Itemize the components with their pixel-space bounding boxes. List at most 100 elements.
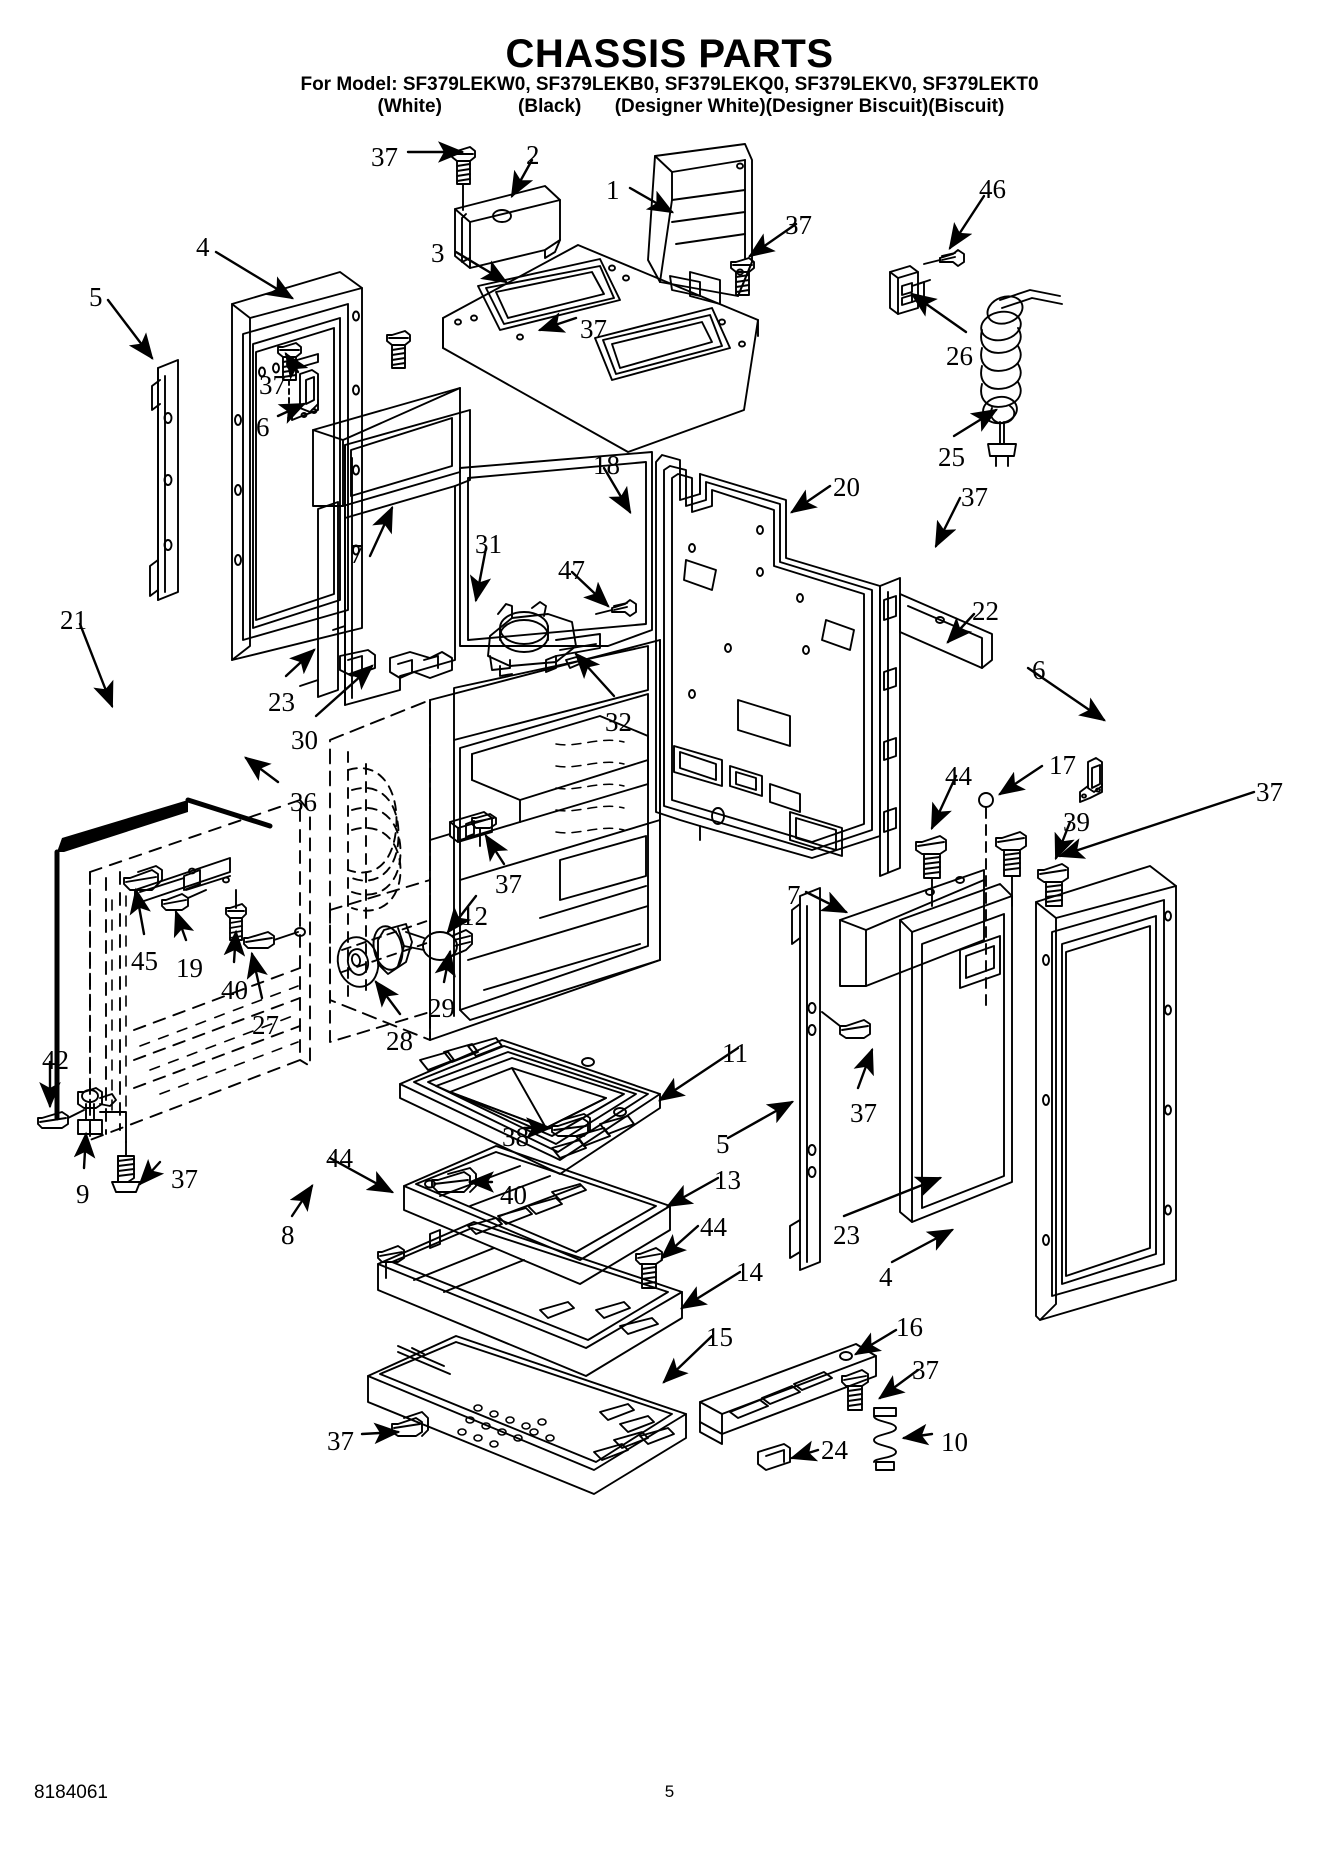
part-6-left-hinge-bracket — [287, 369, 319, 421]
part-4-left-door-outer — [231, 271, 363, 661]
callout-46: 46 — [979, 174, 1006, 204]
callout-32: 32 — [605, 707, 632, 737]
callout-10: 10 — [941, 1427, 968, 1457]
part-4-right-door — [1035, 865, 1177, 1321]
callout-39: 39 — [1063, 807, 1090, 837]
callout-37: 37 — [912, 1355, 939, 1385]
part-16-oven-door-stop-rail — [699, 1343, 877, 1445]
callout-44: 44 — [700, 1212, 727, 1242]
part-9-leveling-leg — [77, 1087, 117, 1135]
screw-27 — [243, 927, 306, 949]
screw-37-rail — [841, 1369, 869, 1411]
callout-27: 27 — [252, 1010, 279, 1040]
callout-37: 37 — [171, 1164, 198, 1194]
page-number: 5 — [664, 1782, 675, 1801]
callout-23: 23 — [833, 1220, 860, 1250]
color-biscuit: (Biscuit) — [928, 96, 1005, 117]
callout-7: 7 — [350, 539, 364, 569]
screw-37-part-2 — [451, 146, 476, 211]
screw-37-right-a — [995, 831, 1027, 907]
screw-46-terminal — [923, 249, 965, 267]
oven-cavity-liner — [329, 639, 661, 1041]
callout-16: 16 — [896, 1312, 923, 1342]
color-designer-biscuit: (Designer Biscuit) — [765, 96, 929, 117]
callout-17: 17 — [1049, 750, 1076, 780]
callout-18: 18 — [593, 450, 620, 480]
callout-21: 21 — [60, 605, 87, 635]
part-30-support-bracket — [339, 649, 453, 679]
callout-40: 40 — [500, 1180, 527, 1210]
callout-14: 14 — [736, 1257, 763, 1287]
callout-19: 19 — [176, 953, 203, 983]
callout-22: 22 — [972, 596, 999, 626]
part-18-left-wrapper-edge — [459, 451, 653, 647]
screw-37-leg — [99, 1111, 141, 1193]
callout-4: 4 — [879, 1262, 893, 1292]
part-32-thermostat-assembly — [487, 601, 601, 677]
screw-42 — [37, 1109, 85, 1129]
part-23-right-side-panel — [899, 883, 1013, 1223]
screw-44-drawer — [377, 1245, 405, 1279]
part-21-drawer-liner — [54, 797, 273, 1121]
callout-45: 45 — [131, 946, 158, 976]
leader-lines — [39, 141, 1256, 1462]
part-24-clip — [757, 1443, 791, 1471]
callout-7: 7 — [787, 880, 801, 910]
screw-40-drawer — [225, 889, 247, 941]
callout-20: 20 — [833, 472, 860, 502]
part-6-right-hinge-bracket — [1079, 757, 1103, 803]
callout-31: 31 — [475, 529, 502, 559]
part-23-left-side-panel — [299, 409, 471, 706]
part-28-storage-drawer-dashed — [89, 799, 311, 1141]
part-17-pin — [978, 792, 994, 1013]
part-26-terminal-bracket — [889, 265, 931, 315]
callout-23: 23 — [268, 687, 295, 717]
cavity-insulation-right — [555, 739, 625, 834]
callout-37: 37 — [495, 869, 522, 899]
callout-11: 11 — [722, 1038, 748, 1068]
part-13-lower-panel — [403, 1145, 671, 1285]
callout-28: 28 — [386, 1026, 413, 1056]
screw-44-lower-panel — [635, 1247, 663, 1289]
callout-38: 38 — [502, 1122, 529, 1152]
callout-25: 25 — [938, 442, 965, 472]
callout-6: 6 — [256, 412, 270, 442]
callout-5: 5 — [716, 1129, 730, 1159]
callout-30: 30 — [291, 725, 318, 755]
callout-2: 2 — [526, 140, 540, 170]
part-28-knob-bezel — [329, 879, 431, 1043]
callout-47: 47 — [558, 555, 585, 585]
page-title: CHASSIS PARTS — [505, 32, 834, 76]
part-10-spring — [873, 1407, 897, 1471]
drawer-hatching-dashed — [111, 895, 299, 1121]
screw-44-right — [915, 835, 947, 907]
callout-37: 37 — [580, 314, 607, 344]
part-15-bottom-panel — [367, 1335, 687, 1495]
callout-13: 13 — [714, 1165, 741, 1195]
part-25-power-cord — [980, 289, 1063, 467]
screw-37-right-trim — [821, 1011, 871, 1039]
part-5-left-side-trim — [149, 359, 179, 601]
part-1-rear-backguard — [647, 143, 753, 297]
callout-9: 9 — [76, 1179, 90, 1209]
part-20-rear-panel — [655, 454, 881, 859]
callout-40: 40 — [221, 975, 248, 1005]
callout-3: 3 — [431, 238, 445, 268]
callout-8: 8 — [281, 1220, 295, 1250]
part-22-rear-brace — [899, 593, 993, 669]
callout-5: 5 — [89, 282, 103, 312]
part-20-right-rail — [879, 577, 901, 877]
part-29-oven-lamp — [403, 929, 473, 961]
color-black: (Black) — [518, 96, 582, 117]
color-variants-line: (White)(Black)(Designer White)(Designer … — [0, 96, 1339, 118]
screw-39 — [1037, 863, 1069, 907]
callout-44: 44 — [945, 761, 972, 791]
part-14-bottom-frame — [377, 1221, 683, 1377]
callout-1: 1 — [606, 175, 620, 205]
callout-12: 12 — [461, 901, 488, 931]
screw-37-cooktop — [386, 330, 411, 369]
part-7-left-heat-baffle — [312, 387, 461, 507]
part-5-right-side-trim — [789, 887, 821, 1271]
